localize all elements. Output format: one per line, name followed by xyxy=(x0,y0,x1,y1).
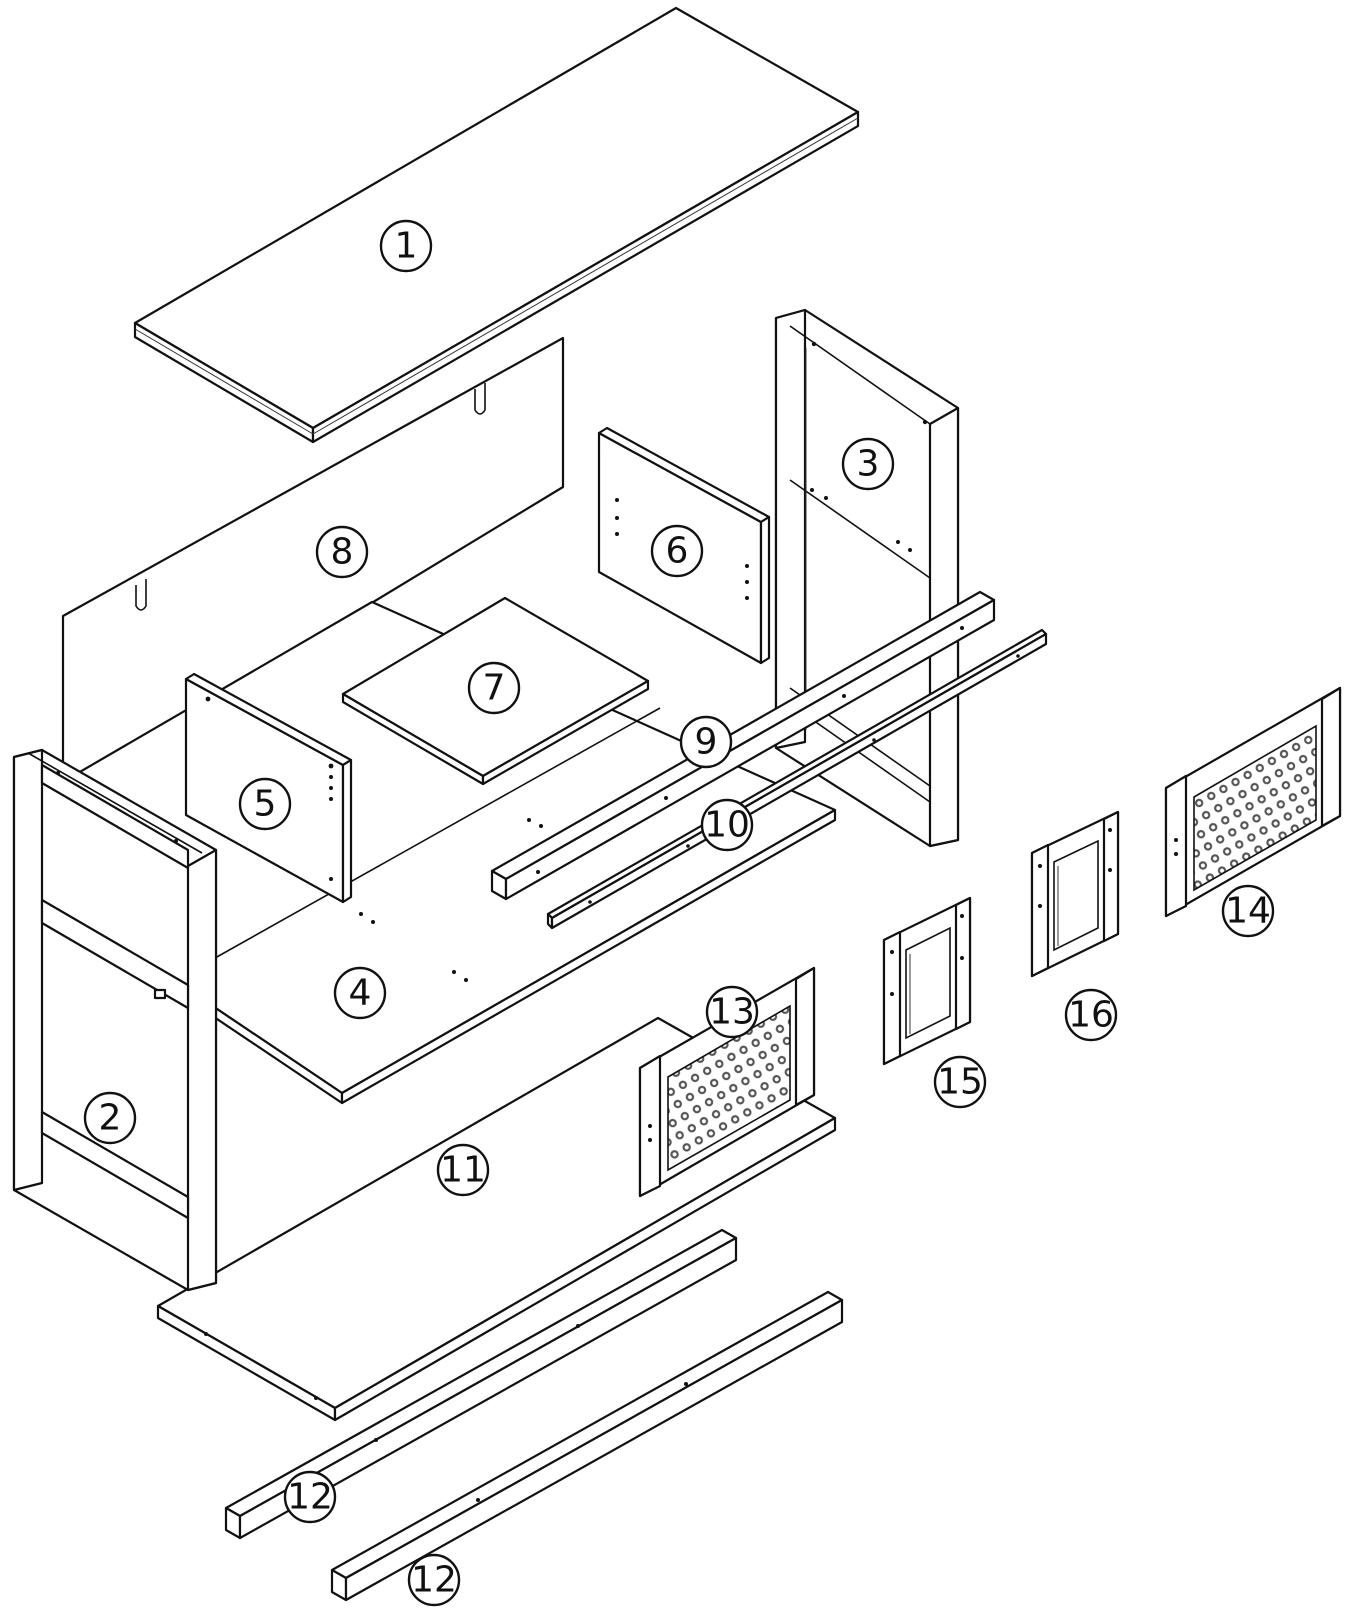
svg-text:11: 11 xyxy=(440,1150,486,1191)
callout-3: 3 xyxy=(841,437,895,491)
part-13-mesh-door xyxy=(638,966,816,1198)
svg-text:13: 13 xyxy=(709,992,755,1033)
part-10-thin-rail xyxy=(546,628,1048,930)
part-16-frame-door xyxy=(1030,810,1120,978)
svg-text:9: 9 xyxy=(695,722,718,763)
svg-text:15: 15 xyxy=(937,1062,983,1103)
svg-text:7: 7 xyxy=(483,668,506,709)
svg-text:8: 8 xyxy=(331,532,354,573)
callout-10: 10 xyxy=(700,798,754,852)
callout-9: 9 xyxy=(679,715,733,769)
svg-text:14: 14 xyxy=(1225,891,1271,932)
callout-14: 14 xyxy=(1221,884,1275,938)
svg-text:4: 4 xyxy=(349,973,372,1014)
part-3-right-end-frame xyxy=(774,308,960,848)
part-15-frame-door xyxy=(882,896,972,1066)
part-14-mesh-door xyxy=(1164,686,1342,918)
part-12-lower-rail-a xyxy=(224,1228,738,1540)
callout-13: 13 xyxy=(705,985,759,1039)
callout-2: 2 xyxy=(83,1091,137,1145)
part-2-left-end-frame xyxy=(12,748,218,1292)
svg-text:10: 10 xyxy=(704,805,750,846)
svg-text:16: 16 xyxy=(1068,995,1114,1036)
part-12-lower-rail-b xyxy=(330,1290,844,1602)
callout-12b: 12 xyxy=(407,1553,461,1607)
callout-1: 1 xyxy=(379,219,433,273)
callout-5: 5 xyxy=(238,777,292,831)
callout-12a: 12 xyxy=(283,1470,337,1524)
svg-text:12: 12 xyxy=(287,1477,333,1518)
svg-text:2: 2 xyxy=(99,1098,122,1139)
callout-7: 7 xyxy=(467,661,521,715)
callout-16: 16 xyxy=(1064,988,1118,1042)
svg-text:3: 3 xyxy=(857,444,880,485)
svg-text:6: 6 xyxy=(666,531,689,572)
svg-text:1: 1 xyxy=(395,226,418,267)
callout-15: 15 xyxy=(933,1055,987,1109)
callout-6: 6 xyxy=(650,524,704,578)
callout-8: 8 xyxy=(315,525,369,579)
part-1-top-board xyxy=(133,6,860,444)
part-9-front-rail xyxy=(490,590,996,901)
svg-text:5: 5 xyxy=(254,784,277,825)
callout-11: 11 xyxy=(436,1143,490,1197)
callout-4: 4 xyxy=(333,966,387,1020)
svg-text:12: 12 xyxy=(411,1560,457,1601)
